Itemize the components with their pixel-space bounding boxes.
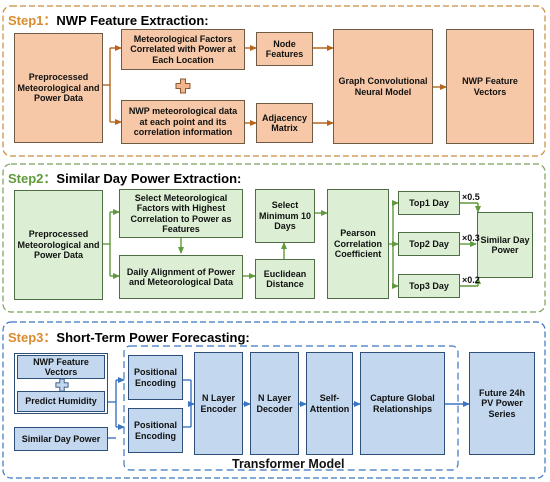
step3-positional-encoding-1: Positional Encoding (128, 355, 183, 400)
step3-title: Step3：Short-Term Power Forecasting: (8, 327, 250, 346)
step3-panel (2, 321, 546, 479)
step3-self-attention: Self-Attention (306, 352, 353, 455)
step3-encoder: N Layer Encoder (194, 352, 243, 455)
step1-gcn-model: Graph Convolutional Neural Model (333, 29, 433, 144)
step1-heading: NWP Feature Extraction: (56, 13, 209, 28)
step2-weight-top1: ×0.5 (462, 192, 480, 202)
plus-icon (175, 78, 191, 94)
step3-number: Step3： (8, 330, 57, 345)
step2-pearson: Pearson Correlation Coefficient (327, 189, 389, 299)
step1-node-features: Node Features (256, 32, 313, 66)
transformer-frame (123, 345, 459, 471)
step2-title: Step2：Similar Day Power Extraction: (8, 168, 241, 187)
step2-heading: Similar Day Power Extraction: (56, 171, 242, 186)
step3-decoder: N Layer Decoder (250, 352, 299, 455)
step2-top2-day: Top2 Day (398, 232, 460, 256)
step2-similar-day-power: Similar Day Power (477, 212, 533, 278)
step1-preprocessed-data: Preprocessed Meteorological and Power Da… (14, 33, 103, 143)
step3-nwp-vectors: NWP Feature Vectors (17, 355, 105, 379)
step3-future-series: Future 24h PV Power Series (469, 352, 535, 455)
step2-panel (2, 163, 546, 313)
step3-similar-day-power: Similar Day Power (14, 427, 108, 451)
step2-weight-top3: ×0.2 (462, 275, 480, 285)
step1-nwp-vectors: NWP Feature Vectors (446, 29, 534, 144)
step3-capture-global: Capture Global Relationships (360, 352, 445, 455)
step2-top1-day: Top1 Day (398, 191, 460, 215)
step1-met-factors: Meteorological Factors Correlated with P… (121, 29, 245, 70)
step1-number: Step1： (8, 13, 57, 28)
step2-daily-alignment: Daily Alignment of Power and Meteorologi… (119, 255, 243, 299)
step3-predict-humidity: Predict Humidity (17, 391, 105, 412)
step1-adjacency-matrix: Adjacency Matrix (256, 103, 313, 143)
step1-nwp-data: NWP meteorological data at each point an… (121, 100, 245, 144)
plus-icon (55, 378, 69, 392)
transformer-model-label: Transformer Model (232, 457, 345, 471)
step2-euclidean-distance: Euclidean Distance (255, 259, 315, 299)
step3-positional-encoding-2: Positional Encoding (128, 408, 183, 453)
step2-weight-top2: ×0.3 (462, 233, 480, 243)
step2-preprocessed-data: Preprocessed Meteorological and Power Da… (14, 190, 103, 300)
step2-number: Step2： (8, 171, 57, 186)
step2-top3-day: Top3 Day (398, 274, 460, 298)
step3-heading: Short-Term Power Forecasting: (56, 330, 250, 345)
step2-select-minimum: Select Minimum 10 Days (255, 189, 315, 243)
step1-title: Step1：NWP Feature Extraction: (8, 10, 209, 29)
step2-select-factors: Select Meteorological Factors with Highe… (119, 189, 243, 238)
step1-panel (2, 5, 546, 157)
